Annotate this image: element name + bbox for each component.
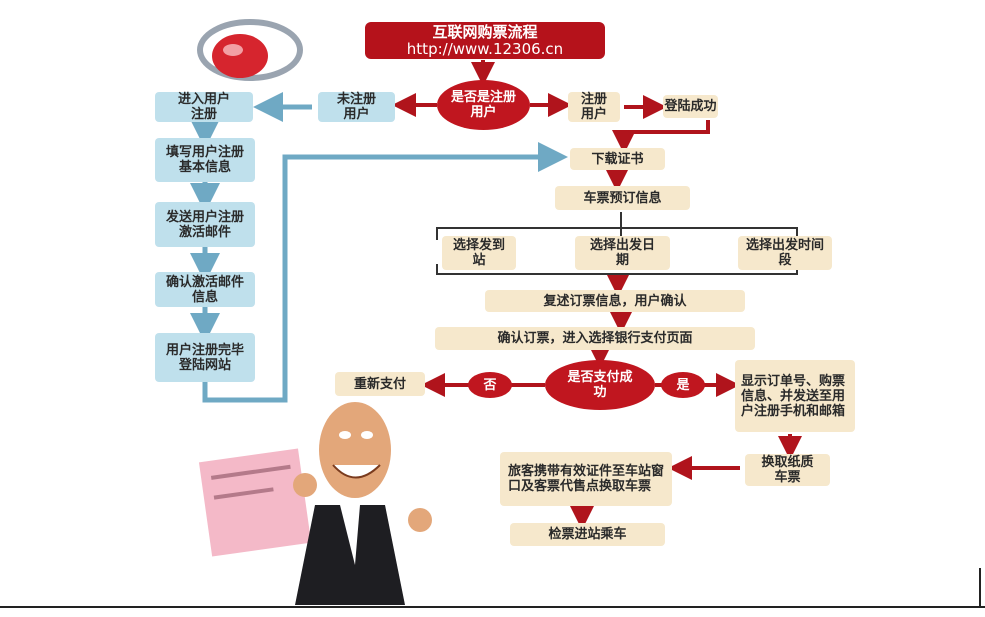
right-border xyxy=(979,568,981,608)
left-step-1: 进入用户注册 xyxy=(155,92,253,122)
title-url: http://www.12306.cn xyxy=(406,39,564,58)
repay-box: 重新支付 xyxy=(335,372,425,396)
ticket-booking-box: 车票预订信息 xyxy=(555,186,690,210)
board-box: 检票进站乘车 xyxy=(510,523,665,546)
title-box: 互联网购票流程 http://www.12306.cn xyxy=(365,22,605,59)
choice-time: 选择出发时间段 xyxy=(738,236,832,270)
no-label: 否 xyxy=(468,372,512,398)
unregistered-box: 未注册用户 xyxy=(318,92,395,122)
download-cert-box: 下载证书 xyxy=(570,148,665,170)
yes-label: 是 xyxy=(661,372,705,398)
choice-date: 选择出发日期 xyxy=(575,236,670,270)
decision-registered: 是否是注册用户 xyxy=(437,80,530,130)
choice-station: 选择发到站 xyxy=(442,236,516,270)
left-step-2: 填写用户注册基本信息 xyxy=(155,138,255,182)
confirm-order-box: 确认订票，进入选择银行支付页面 xyxy=(435,327,755,350)
repeat-info-box: 复述订票信息，用户确认 xyxy=(485,290,745,312)
businessman-illustration xyxy=(195,395,455,605)
exchange-box: 换取纸质车票 xyxy=(745,454,830,486)
left-step-3: 发送用户注册激活邮件 xyxy=(155,202,255,247)
left-step-5: 用户注册完毕登陆网站 xyxy=(155,333,255,382)
bottom-border xyxy=(0,606,985,608)
mouse-logo-icon xyxy=(195,14,305,86)
login-success-box: 登陆成功 xyxy=(663,95,718,118)
title-text: 互联网购票流程 xyxy=(432,22,538,41)
show-order-box: 显示订单号、购票信息、并发送至用户注册手机和邮箱 xyxy=(735,360,855,432)
registered-box: 注册用户 xyxy=(568,92,620,122)
passenger-box: 旅客携带有效证件至车站窗口及客票代售点换取车票 xyxy=(500,452,672,506)
left-step-4: 确认激活邮件信息 xyxy=(155,272,255,307)
decision-payment: 是否支付成功 xyxy=(545,360,655,410)
